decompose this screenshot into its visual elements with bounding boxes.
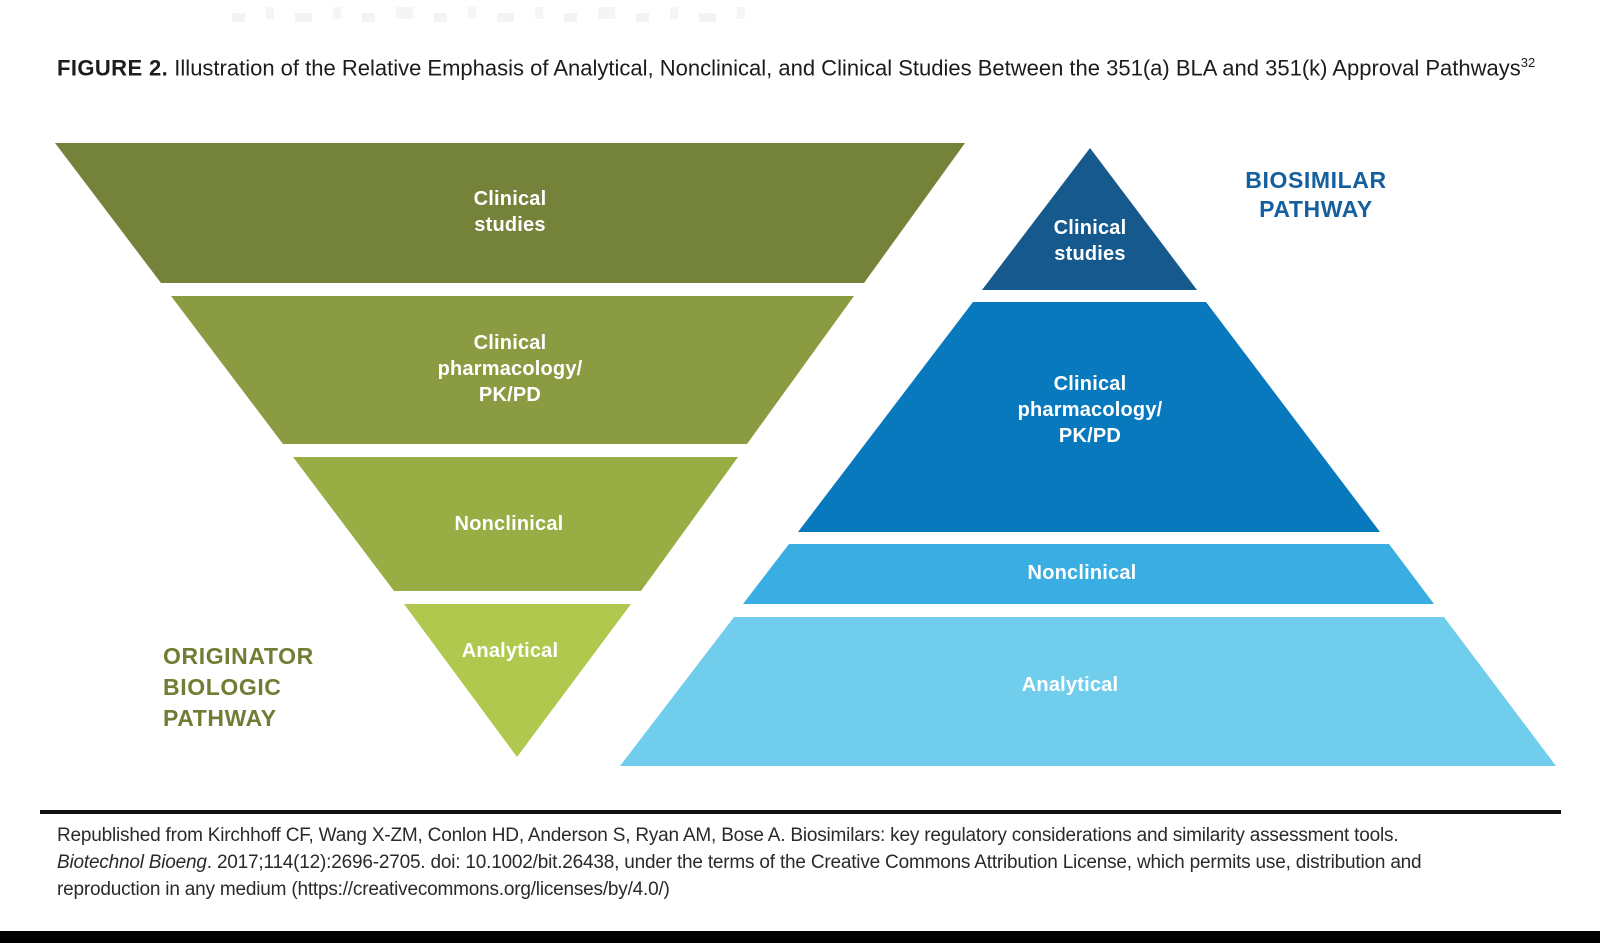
biosimilar-nonclinical-label: Nonclinical	[1027, 562, 1137, 584]
originator-clinical-studies-label: Clinical studies	[473, 188, 547, 236]
originator-analytical-label: Analytical	[461, 640, 559, 662]
originator-layer-clinical-studies	[55, 143, 965, 283]
citation: Republished from Kirchhoff CF, Wang X-ZM…	[57, 822, 1577, 903]
originator-pathway-label: ORIGINATOR BIOLOGIC PATHWAY	[163, 643, 314, 731]
originator-clinical-pharmacology-label: Clinical pharmacology/ PK/PD	[437, 332, 583, 406]
citation-divider-rule	[40, 810, 1561, 814]
figure-number-label: FIGURE 2.	[57, 55, 169, 81]
biosimilar-clinical-studies-label: Clinical studies	[1053, 217, 1127, 265]
figure-title: Illustration of the Relative Emphasis of…	[168, 55, 1521, 81]
figure-reference-superscript: 32	[1520, 55, 1536, 70]
biosimilar-pathway-label: BIOSIMILAR PATHWAY	[1245, 167, 1387, 222]
originator-layer-nonclinical	[293, 457, 738, 591]
biosimilar-clinical-pharmacology-label: Clinical pharmacology/ PK/PD	[1017, 373, 1163, 447]
citation-line-2: Biotechnol Bioeng. 2017;114(12):2696-270…	[57, 852, 1422, 873]
originator-layer-analytical	[404, 604, 631, 757]
biosimilar-layer-clinical-studies	[982, 148, 1197, 290]
citation-line-3: reproduction in any medium (https://crea…	[57, 879, 670, 900]
biosimilar-layer-clinical-pharmacology	[798, 302, 1380, 532]
cropped-text-remnant	[232, 7, 745, 22]
biosimilar-layer-analytical	[620, 617, 1556, 766]
biosimilar-analytical-label: Analytical	[1021, 674, 1119, 696]
bottom-edge-bar	[0, 931, 1600, 943]
citation-line-1: Republished from Kirchhoff CF, Wang X-ZM…	[57, 825, 1399, 846]
figure-caption: FIGURE 2. Illustration of the Relative E…	[57, 44, 1547, 86]
biosimilar-layer-nonclinical	[743, 544, 1434, 604]
originator-nonclinical-label: Nonclinical	[454, 513, 564, 535]
journal-name: Biotechnol Bioeng	[57, 852, 207, 873]
originator-layer-clinical-pharmacology	[171, 296, 854, 444]
